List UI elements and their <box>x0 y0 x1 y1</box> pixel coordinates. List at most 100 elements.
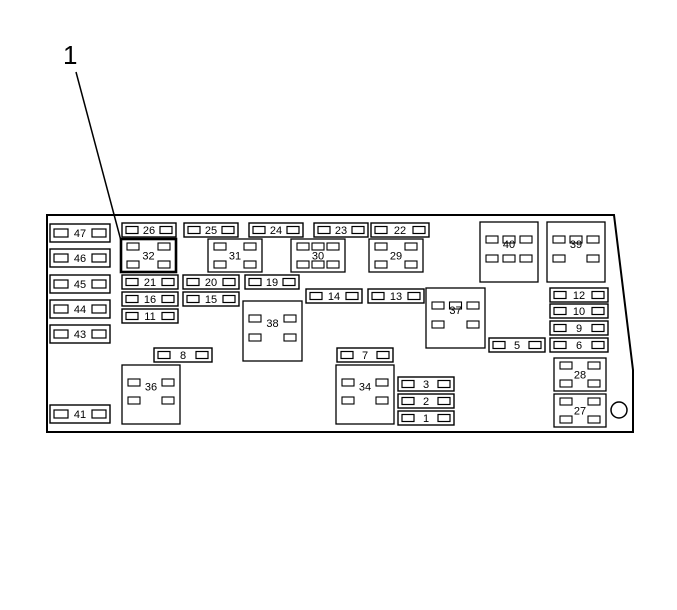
fuse-terminal-icon <box>53 228 69 238</box>
relay-label: 36 <box>145 382 157 394</box>
fuse-25: 25 <box>183 222 239 238</box>
relay-pin-icon <box>448 301 463 310</box>
fuse-label: 19 <box>266 277 278 289</box>
fuse-terminal-icon <box>125 225 139 235</box>
relay-label: 30 <box>312 251 324 263</box>
relay-pin-icon <box>586 254 600 263</box>
fuse-10: 10 <box>549 303 609 319</box>
fuse-terminal-icon <box>309 291 323 301</box>
relay-pin-icon <box>485 235 499 244</box>
fuse-terminal-icon <box>317 225 331 235</box>
relay-pin-icon <box>161 378 175 387</box>
relay-pin-icon <box>127 396 141 405</box>
fuse-terminal-icon <box>401 396 415 406</box>
relay-pin-icon <box>586 235 600 244</box>
fuse-22: 22 <box>370 222 430 238</box>
relay-pin-icon <box>552 235 566 244</box>
fuse-8: 8 <box>153 347 213 363</box>
relay-label: 38 <box>266 318 278 330</box>
fuse-terminal-icon <box>553 323 567 333</box>
fuse-label: 44 <box>74 304 86 316</box>
relay-28: 28 <box>553 357 607 392</box>
fuse-terminal-icon <box>407 291 421 301</box>
fuse-label: 45 <box>74 279 86 291</box>
relay-pin-icon <box>552 254 566 263</box>
relay-pin-icon <box>283 314 297 323</box>
fuse-terminal-icon <box>492 340 506 350</box>
fuse-terminal-icon <box>248 277 262 287</box>
relay-pin-icon <box>161 396 175 405</box>
fuse-label: 3 <box>423 379 429 391</box>
relay-pin-icon <box>326 242 340 251</box>
fuse-terminal-icon <box>91 304 107 314</box>
fuse-14: 14 <box>305 288 363 304</box>
relay-pin-icon <box>296 242 310 251</box>
fuse-label: 9 <box>576 323 582 335</box>
relay-pin-icon <box>126 242 140 251</box>
fuse-43: 43 <box>49 324 111 344</box>
fuse-terminal-icon <box>195 350 209 360</box>
fuse-terminal-icon <box>161 277 175 287</box>
fuse-12: 12 <box>549 287 609 303</box>
relay-pin-icon <box>466 301 480 310</box>
fuse-terminal-icon <box>91 253 107 263</box>
fuse-44: 44 <box>49 299 111 319</box>
relay-pin-icon <box>502 254 516 263</box>
fuse-46: 46 <box>49 248 111 268</box>
fuse-41: 41 <box>49 404 111 424</box>
callout-label: 1 <box>63 40 77 70</box>
fuse-16: 16 <box>121 291 179 307</box>
fuse-label: 11 <box>144 311 155 323</box>
relay-36: 36 <box>121 364 181 425</box>
fuse-21: 21 <box>121 274 179 290</box>
fuse-label: 10 <box>573 306 585 318</box>
fuse-terminal-icon <box>53 279 69 289</box>
fuse-label: 24 <box>270 225 282 237</box>
fuse-label: 21 <box>144 277 156 289</box>
fuse-terminal-icon <box>125 311 139 321</box>
relay-pin-icon <box>375 396 389 405</box>
fuse-11: 11 <box>121 308 179 324</box>
fuse-terminal-icon <box>553 340 567 350</box>
fuse-terminal-icon <box>591 306 605 316</box>
relay-pin-icon <box>559 415 573 424</box>
relay-pin-icon <box>559 379 573 388</box>
relay-38: 38 <box>242 300 303 362</box>
fuse-label: 47 <box>74 228 86 240</box>
relay-pin-icon <box>375 378 389 387</box>
relay-pin-icon <box>127 378 141 387</box>
fuse-9: 9 <box>549 320 609 336</box>
fuse-label: 43 <box>74 329 86 341</box>
relay-pin-icon <box>466 320 480 329</box>
relay-pin-icon <box>374 260 388 269</box>
relay-pin-icon <box>404 242 418 251</box>
fuse-terminal-icon <box>53 304 69 314</box>
fuse-terminal-icon <box>401 379 415 389</box>
relay-32: 32 <box>119 237 178 274</box>
fuse-terminal-icon <box>282 277 296 287</box>
relay-29: 29 <box>368 238 424 273</box>
relay-pin-icon <box>296 260 310 269</box>
fuse-block-outline <box>46 214 634 433</box>
fuse-terminal-icon <box>186 294 200 304</box>
relay-pin-icon <box>126 260 140 269</box>
fuse-terminal-icon <box>252 225 266 235</box>
fuse-terminal-icon <box>528 340 542 350</box>
fuse-19: 19 <box>244 274 300 290</box>
relay-pin-icon <box>374 242 388 251</box>
relay-39: 39 <box>546 221 606 283</box>
fuse-label: 41 <box>74 409 86 421</box>
fuse-terminal-icon <box>53 329 69 339</box>
relay-pin-icon <box>431 320 445 329</box>
fuse-terminal-icon <box>222 277 236 287</box>
fuse-label: 5 <box>514 340 520 352</box>
fuse-13: 13 <box>367 288 425 304</box>
relay-27: 27 <box>553 393 607 428</box>
fuse-terminal-icon <box>159 225 173 235</box>
relay-pin-icon <box>431 301 445 310</box>
relay-label: 28 <box>574 370 586 382</box>
fuse-terminal-icon <box>371 291 385 301</box>
fuse-label: 14 <box>328 291 340 303</box>
fuse-label: 1 <box>423 413 429 425</box>
